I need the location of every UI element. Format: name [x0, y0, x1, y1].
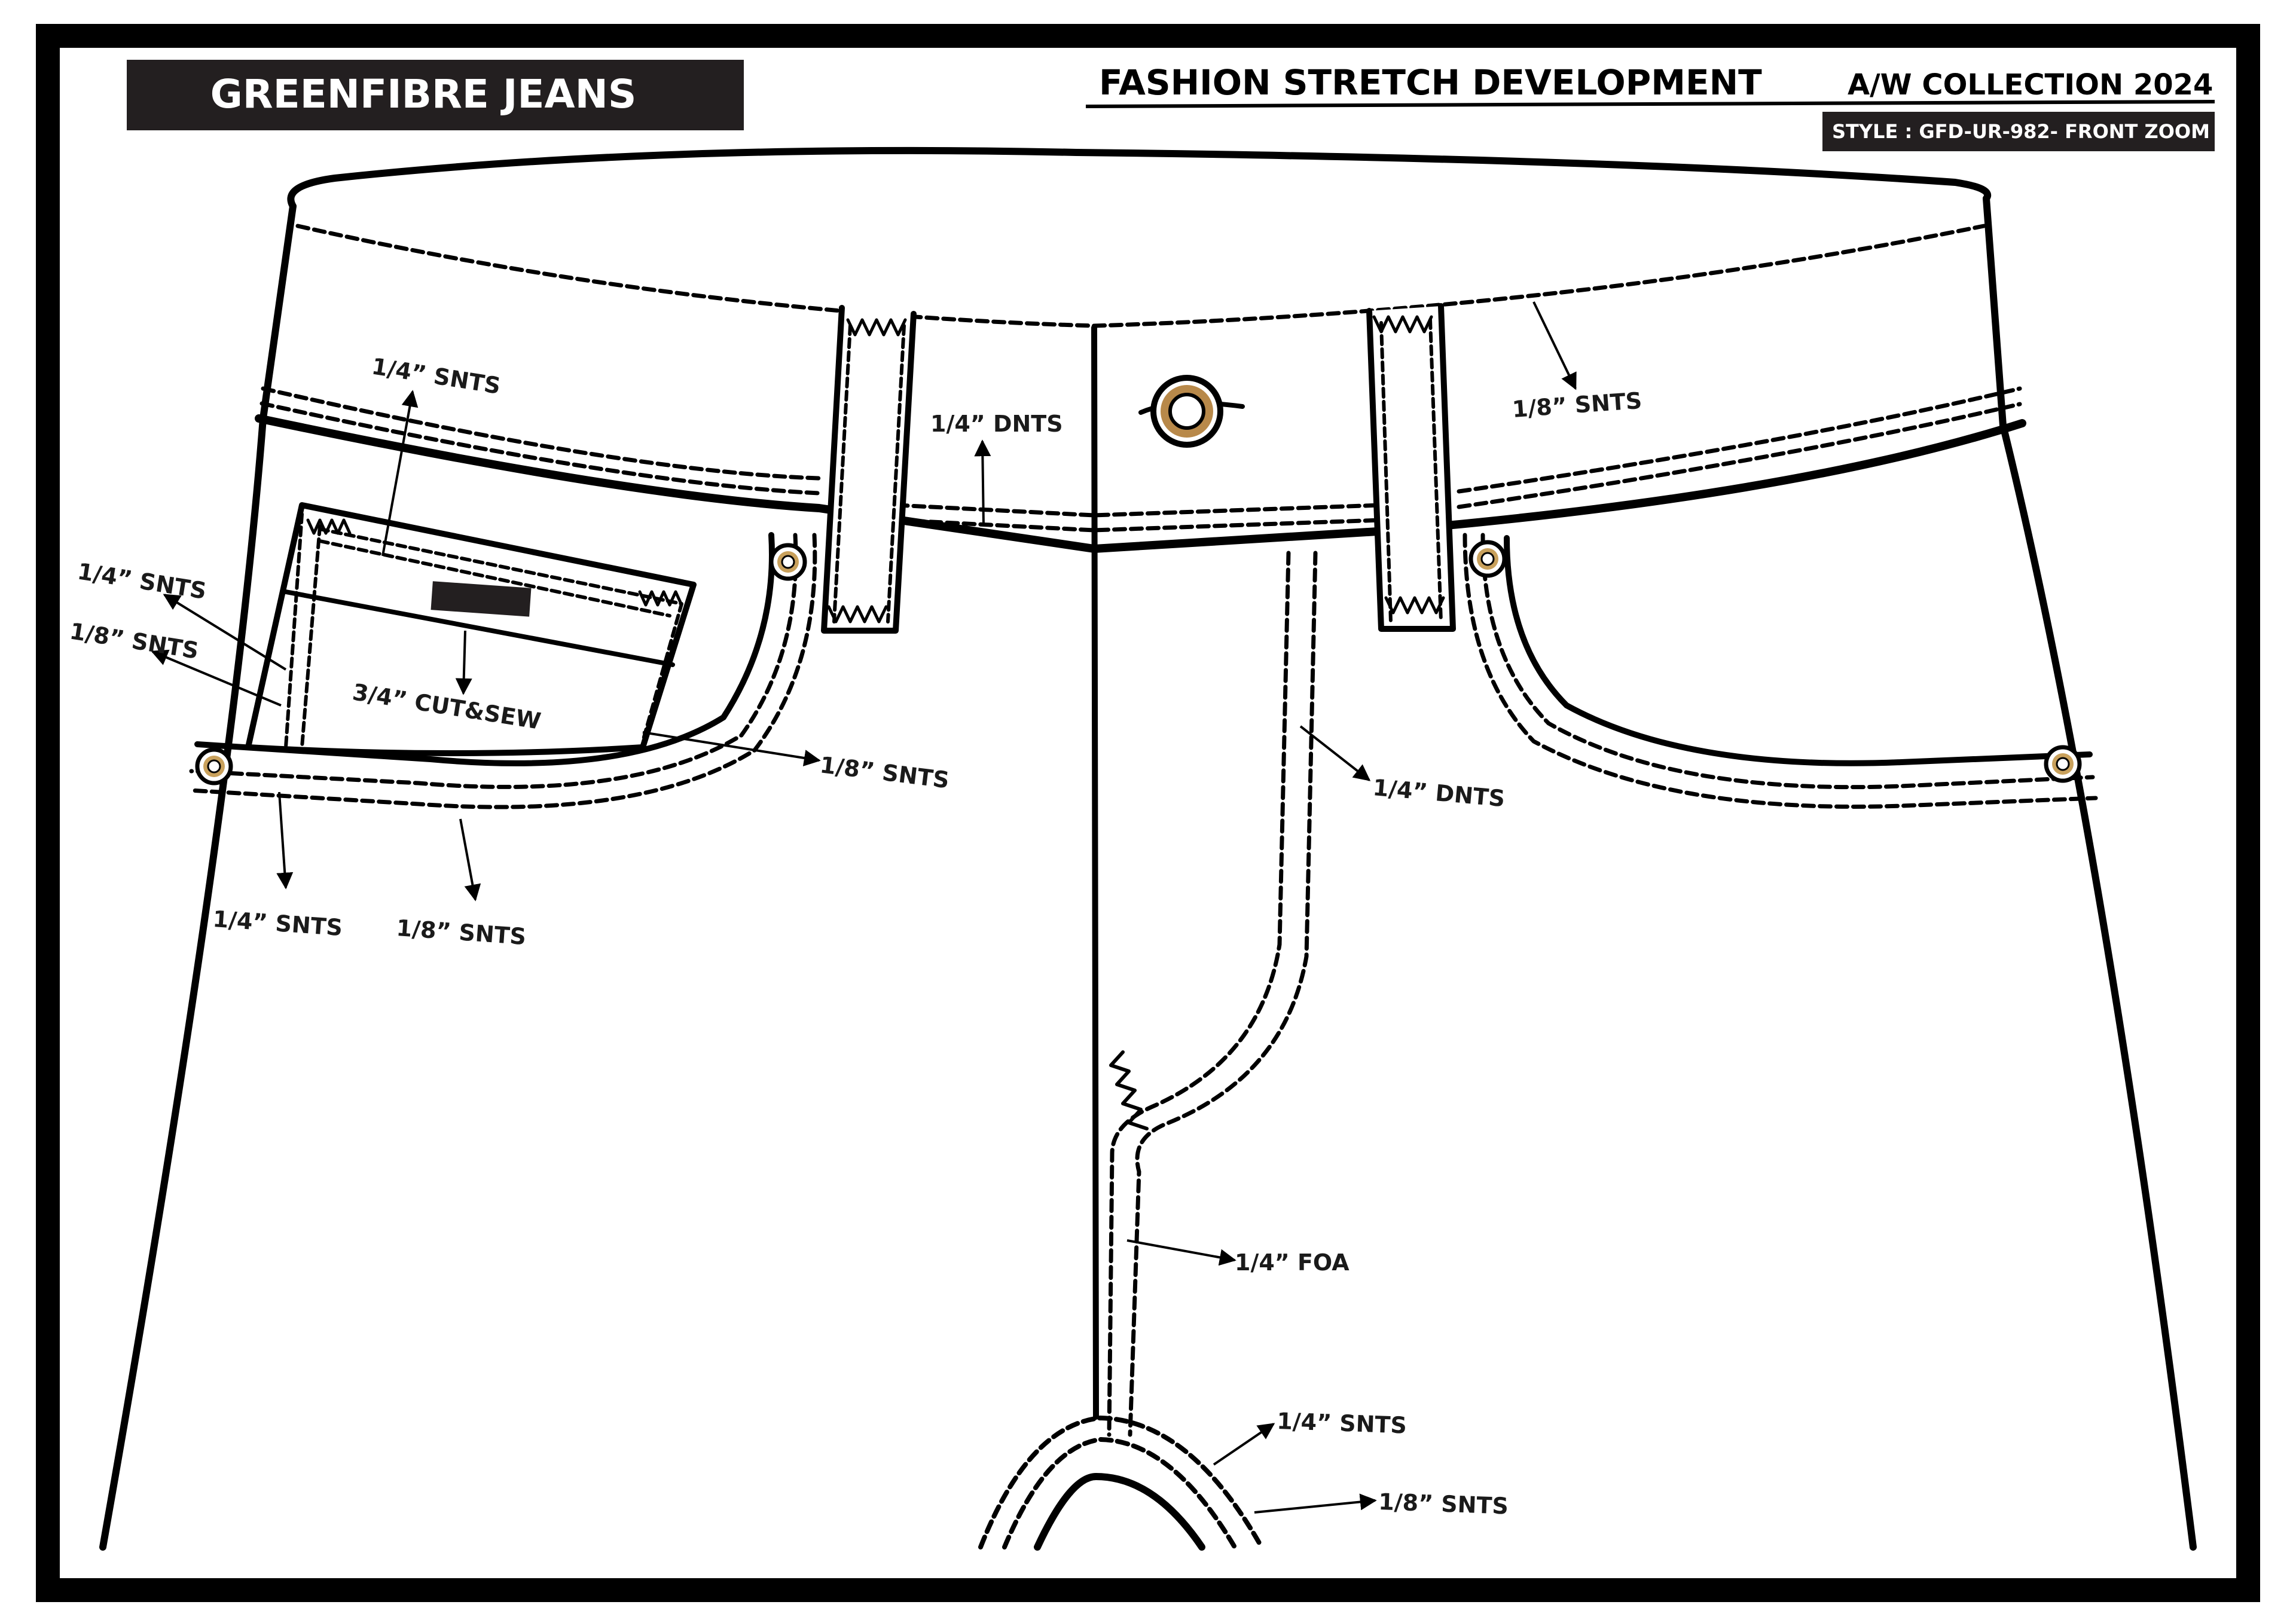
fly-j-stitch-outer [1128, 551, 1318, 1437]
waistband-bottom-stitch-2 [259, 401, 822, 496]
pocket-opening-right [1504, 535, 2093, 766]
coin-pocket [245, 502, 697, 756]
fly-bartack-icon [1109, 1050, 1149, 1130]
callout-coin-eighth: 1/8” SNTS [68, 618, 201, 664]
bartack-icon [846, 318, 907, 337]
bartack-icon [827, 605, 888, 623]
waistband-right-stitch-2 [1457, 402, 2022, 509]
rivet-icon [769, 543, 807, 581]
style-box [1822, 112, 2215, 151]
coin-pocket-label-patch [430, 581, 532, 617]
waistband-bottom-stitch-1 [261, 386, 822, 481]
callout-coin-quarter: 1/4” SNTS [76, 558, 209, 604]
callout-foa: 1/4” FOA [1235, 1249, 1349, 1276]
center-front-line [1091, 325, 1099, 1420]
rivets [195, 540, 2082, 785]
bartack-icon [1372, 315, 1433, 334]
style-code: STYLE : GFD-UR-982- FRONT ZOOM [1832, 120, 2210, 143]
callout-crotch-eighth: 1/8” SNTS [1378, 1488, 1509, 1520]
waistband-top-edge [287, 146, 1991, 210]
bartack-icon [1384, 596, 1445, 615]
pocket-stitch-right-2 [1463, 533, 2098, 809]
bartack-icon [306, 518, 352, 535]
rivet-icon [1468, 540, 1507, 578]
pocket-opening-left [194, 532, 775, 766]
waistband-top-seam [293, 209, 1986, 314]
bartack-icon [638, 590, 683, 607]
waistband-right-stitch-1 [1457, 386, 2022, 494]
waistband-upper-seam [295, 208, 1986, 320]
outer-border [36, 24, 2260, 1602]
waistband-center-stitch-1 [894, 503, 1384, 518]
button-center-icon [1168, 393, 1205, 430]
callout-waistband-center: 1/4” DNTS [930, 411, 1063, 437]
callout-waistband-right: 1/8” SNTS [1512, 387, 1643, 423]
waistband-button [1138, 375, 1245, 448]
waistband-top-line [293, 198, 1986, 317]
callout-facing-eighth: 1/8” SNTS [395, 915, 527, 950]
waistband-center-stitch-2 [894, 518, 1384, 533]
waistband-top-stitch [295, 224, 1986, 328]
jeans-front-zoom [99, 146, 2197, 1551]
waistband-outer-top [296, 210, 1985, 317]
crotch-stitch-2 [978, 1416, 1264, 1549]
collection-label: A/W COLLECTION 2024 [1848, 68, 2213, 102]
callout-fly-upper: 1/4” DNTS [1372, 774, 1506, 812]
rivet-icon [195, 747, 233, 785]
crotch-stitch-1 [1002, 1437, 1237, 1549]
header-rule [1085, 100, 2215, 108]
belt-loop-right [1366, 303, 1456, 632]
sheet-title: FASHION STRETCH DEVELOPMENT [1099, 62, 1762, 103]
pocket-stitch-left-2 [188, 533, 817, 809]
callout-pocket-curve: 1/8” SNTS [819, 751, 951, 793]
callout-waistband-left: 1/4” SNTS [370, 353, 503, 399]
garment-outline [99, 203, 297, 1551]
waistband-inner-top [294, 209, 1985, 318]
header: GREENFIBRE JEANS FASHION STRETCH DEVELOP… [127, 60, 2215, 151]
callout-crotch-quarter: 1/4” SNTS [1277, 1408, 1407, 1439]
brand-box [127, 60, 744, 130]
fly-j-stitch-inner [1107, 551, 1291, 1437]
crotch-seam [1034, 1473, 1205, 1551]
callout-facing-quarter: 1/4” SNTS [212, 906, 343, 941]
brand-name: GREENFIBRE JEANS [210, 71, 637, 117]
garment-outline-right [1983, 195, 2197, 1551]
waistband-top-line [296, 215, 1985, 314]
belt-loop-left [821, 305, 917, 634]
leader-lines [151, 301, 1577, 1514]
rivet-icon [2044, 745, 2082, 783]
pocket-stitch-right-1 [1480, 533, 2095, 790]
